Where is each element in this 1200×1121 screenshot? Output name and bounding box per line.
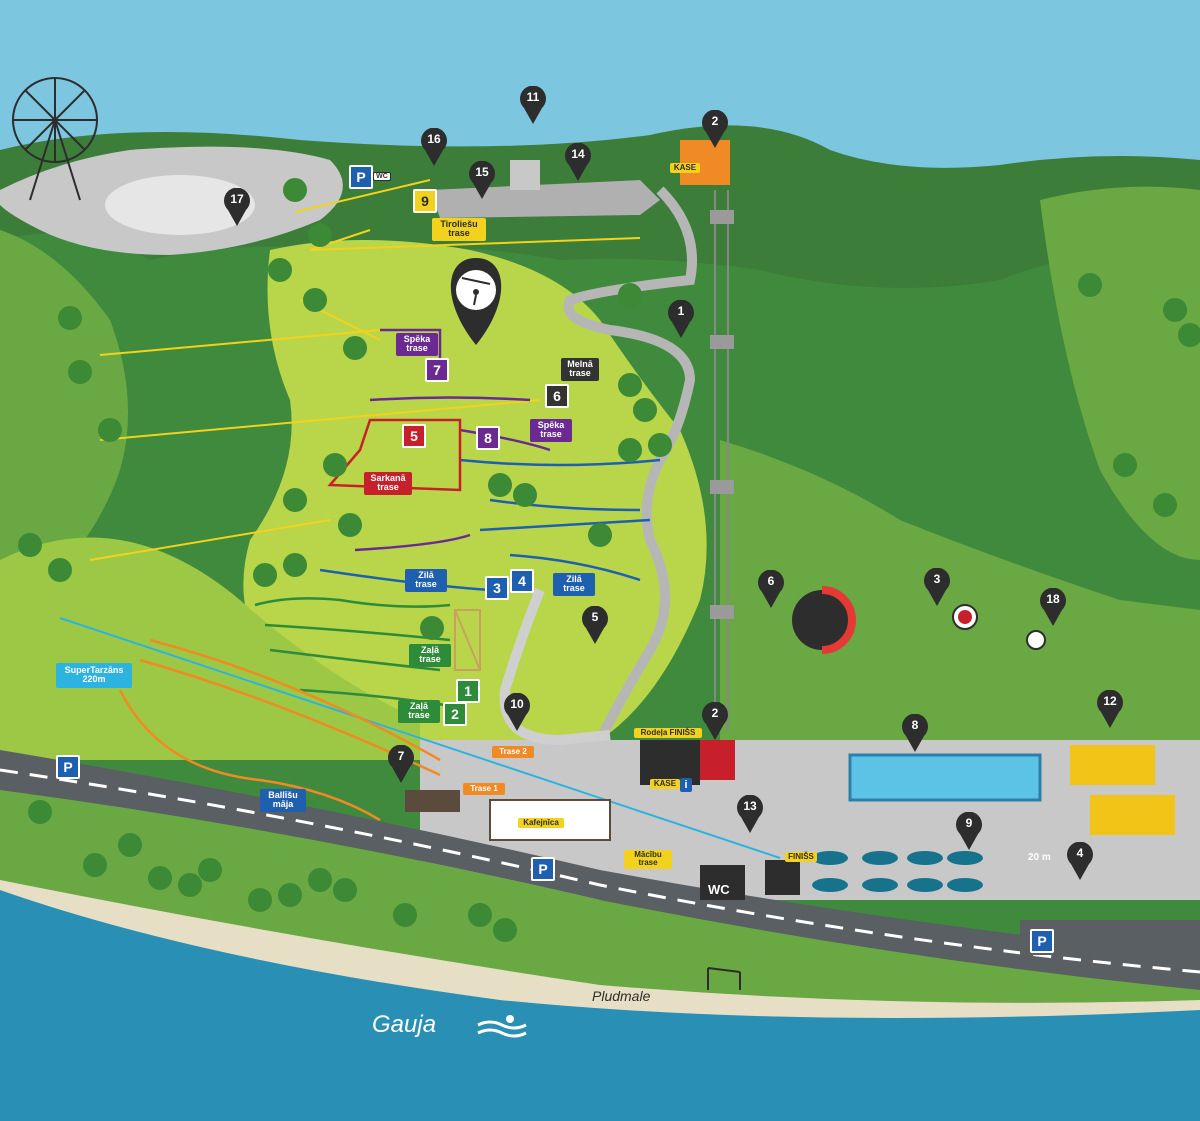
route-badge-8[interactable]: 8 [476, 426, 500, 450]
training-trail-label: Mācību trase [624, 850, 672, 869]
trase1-label: Trase 1 [463, 783, 505, 796]
pin-number: 10 [510, 697, 524, 711]
map-pin[interactable]: 2 [700, 110, 730, 148]
target-icon [952, 604, 1046, 650]
pin-number: 13 [743, 799, 757, 813]
map-pin[interactable]: 13 [735, 795, 765, 833]
route-label-3: Zilā trase [405, 569, 447, 592]
route-badge-1[interactable]: 1 [456, 679, 480, 703]
map-pin[interactable]: 16 [419, 128, 449, 166]
route-label-6: Melnā trase [561, 358, 599, 381]
info-icon: i [680, 778, 692, 792]
rodelis-finish-label: Rodeļa FINIŠS [634, 728, 702, 739]
map-pin[interactable]: 2 [700, 702, 730, 740]
trase2-label: Trase 2 [492, 746, 534, 759]
route-label-5: Sarkanā trase [364, 472, 412, 495]
route-badge-3[interactable]: 3 [485, 576, 509, 600]
route-badge-9[interactable]: 9 [413, 189, 437, 213]
supertarzans-label: SuperTarzāns 220m [56, 663, 132, 688]
map-pin[interactable]: 18 [1038, 588, 1068, 626]
pin-number: 6 [767, 574, 775, 588]
route-label-9: Tiroliešu trase [432, 218, 486, 241]
parking-icon: P [1030, 929, 1054, 953]
distance-label: 20 m [1028, 852, 1051, 863]
route-badge-2[interactable]: 2 [443, 702, 467, 726]
route-badge-5[interactable]: 5 [402, 424, 426, 448]
pin-number: 11 [526, 90, 540, 104]
cashier-label-bottom: KASE [650, 779, 680, 790]
pin-number: 9 [965, 816, 973, 830]
map-pin[interactable]: 14 [563, 143, 593, 181]
map-pin[interactable]: 3 [922, 568, 952, 606]
wc-label: WC [708, 882, 730, 897]
ballisu-label: Ballīšu māja [260, 789, 306, 812]
route-badge-4[interactable]: 4 [510, 569, 534, 593]
route-label-7: Spēka trase [396, 333, 438, 356]
cashier-label: KASE [670, 163, 700, 174]
parking-icon: P [56, 755, 80, 779]
pin-number: 4 [1076, 846, 1084, 860]
map-pin[interactable]: 6 [756, 570, 786, 608]
pin-number: 5 [591, 610, 599, 624]
pin-number: 18 [1046, 592, 1060, 606]
route-badge-6[interactable]: 6 [545, 384, 569, 408]
map-pin[interactable]: 10 [502, 693, 532, 731]
wc-icon: WC [373, 172, 391, 182]
volleyball-net-icon [707, 967, 741, 990]
map-pin[interactable]: 11 [518, 86, 548, 124]
route-badge-7[interactable]: 7 [425, 358, 449, 382]
swimmer-icon [477, 1015, 527, 1038]
pin-number: 7 [397, 749, 405, 763]
map-pin[interactable]: 8 [900, 714, 930, 752]
parking-icon: P [349, 165, 373, 189]
finish-label: FINIŠS [785, 852, 817, 863]
pin-number: 2 [711, 114, 719, 128]
map-pin[interactable]: 15 [467, 161, 497, 199]
pin-number: 2 [711, 706, 719, 720]
pin-number: 16 [427, 132, 441, 146]
beach-name: Pludmale [592, 988, 651, 1004]
map-pin[interactable]: 9 [954, 812, 984, 850]
pin-number: 12 [1103, 694, 1117, 708]
map-pin[interactable]: 1 [666, 300, 696, 338]
pin-number: 14 [571, 147, 585, 161]
pin-number: 3 [933, 572, 941, 586]
river-name: Gauja [372, 1011, 437, 1038]
pin-number: 15 [475, 165, 489, 179]
route-label-2: Zaļā trase [398, 700, 440, 723]
map-pin[interactable]: 4 [1065, 842, 1095, 880]
pin-number: 17 [230, 192, 244, 206]
route-label-4: Zilā trase [553, 573, 595, 596]
map-pin[interactable]: 7 [386, 745, 416, 783]
map-pin[interactable]: 5 [580, 606, 610, 644]
pin-number: 8 [911, 718, 919, 732]
parking-icon: P [531, 857, 555, 881]
cafe-label: Kafejnīca [518, 818, 564, 829]
map-pin[interactable]: 17 [222, 188, 252, 226]
ferris-wheel-icon [12, 77, 98, 201]
pin-number: 1 [677, 304, 685, 318]
zipline-icon [450, 258, 502, 345]
route-label-1: Zaļā trase [409, 644, 451, 667]
map-pin[interactable]: 12 [1095, 690, 1125, 728]
route-label-8: Spēka trase [530, 419, 572, 442]
